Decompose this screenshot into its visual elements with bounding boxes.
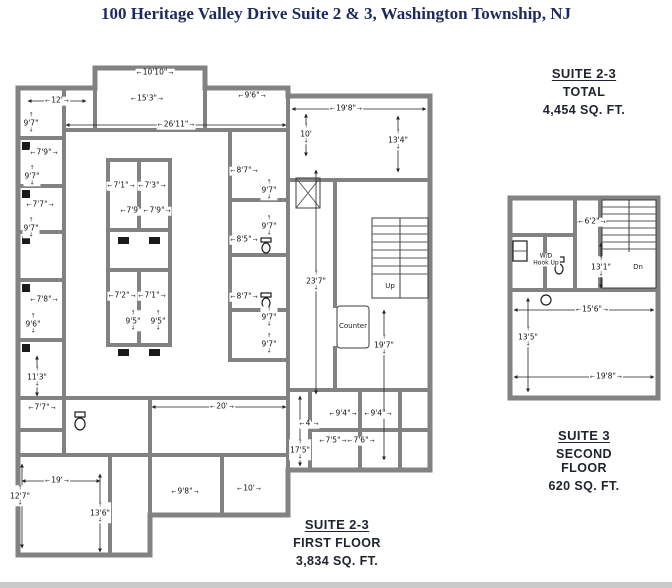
second-floor-outline (507, 195, 661, 401)
first-floor-plan (15, 65, 433, 558)
first-floor-interior-walls (16, 86, 432, 557)
counter (336, 305, 370, 349)
second-floor-interior-walls (508, 196, 660, 292)
stairs-down-icon (601, 199, 657, 289)
suite-total-line: TOTAL (562, 85, 606, 99)
suite23-floor-line: FIRST FLOOR (293, 536, 381, 550)
page-title: 100 Heritage Valley Drive Suite 2 & 3, W… (100, 4, 572, 23)
suite3-heading: SUITE 3 (558, 428, 610, 443)
bottom-border (0, 582, 672, 588)
suite23-heading: SUITE 2-3 (304, 517, 370, 532)
suite-total-sqft: 4,454 SQ. FT. (542, 103, 626, 117)
first-floor-outline (15, 65, 433, 558)
fixtures (22, 142, 160, 356)
suite-total-heading: SUITE 2-3 (551, 66, 617, 81)
washer-dryer-icon (512, 240, 528, 262)
suite23-first-floor-note: SUITE 2-3 FIRST FLOOR 3,834 SQ. FT. (293, 517, 381, 568)
suite-total-note: SUITE 2-3 TOTAL 4,454 SQ. FT. (543, 66, 625, 117)
suite3-sqft: 620 SQ. FT. (548, 479, 620, 493)
second-floor-plan (507, 195, 661, 401)
second-floor-dimension-lines (513, 220, 655, 393)
toilet-icon (74, 182, 272, 431)
stairs-up-icon (371, 217, 429, 299)
suite3-second-floor-note: SUITE 3 SECOND FLOOR 620 SQ. FT. (540, 428, 628, 493)
suite23-sqft: 3,834 SQ. FT. (295, 554, 379, 568)
suite3-floor-line: SECOND FLOOR (556, 447, 612, 475)
